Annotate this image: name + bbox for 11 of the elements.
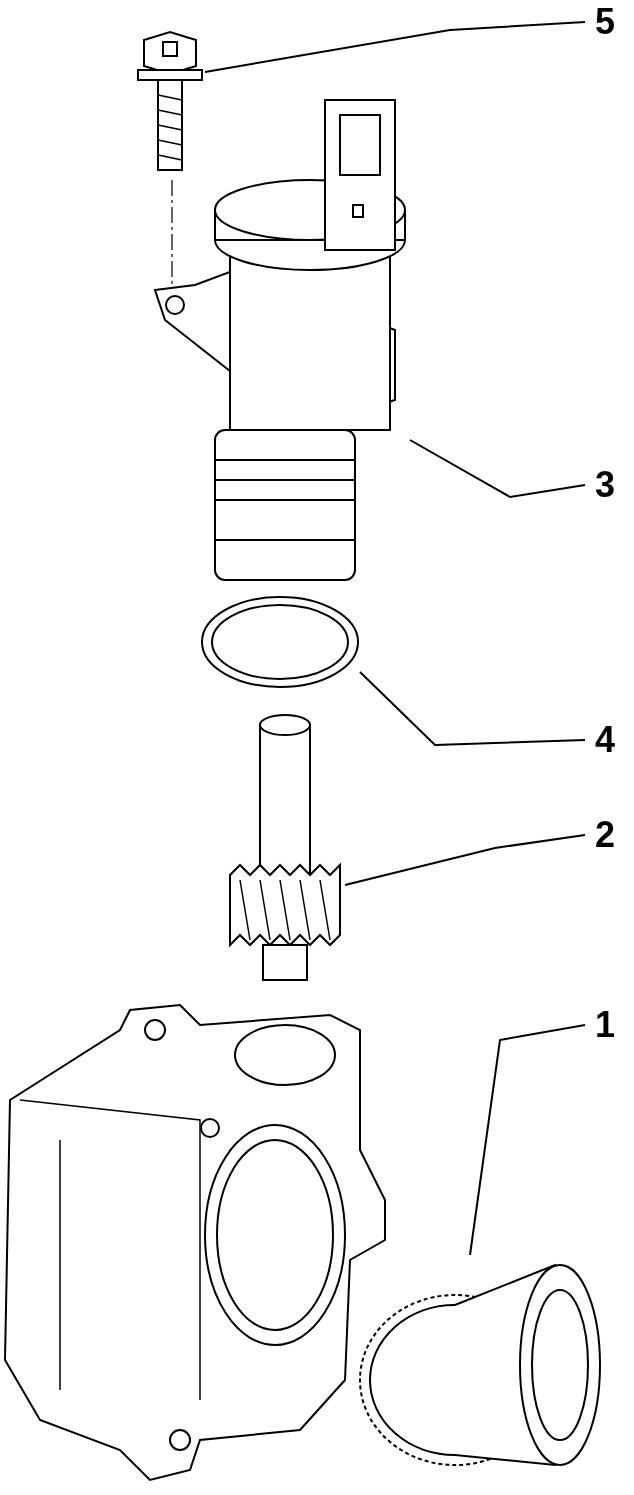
callout-number: 1 (585, 1005, 625, 1045)
callout-number: 5 (585, 2, 625, 42)
o-ring-drawing (200, 595, 360, 690)
callout-number: 4 (585, 720, 625, 760)
callout-number: 3 (585, 465, 625, 505)
leader-line (409, 439, 586, 499)
leader-line (344, 834, 586, 886)
leader-line (469, 1024, 586, 1256)
leader-line (204, 21, 586, 73)
callout-number: 2 (585, 815, 625, 855)
leader-line (359, 671, 586, 746)
